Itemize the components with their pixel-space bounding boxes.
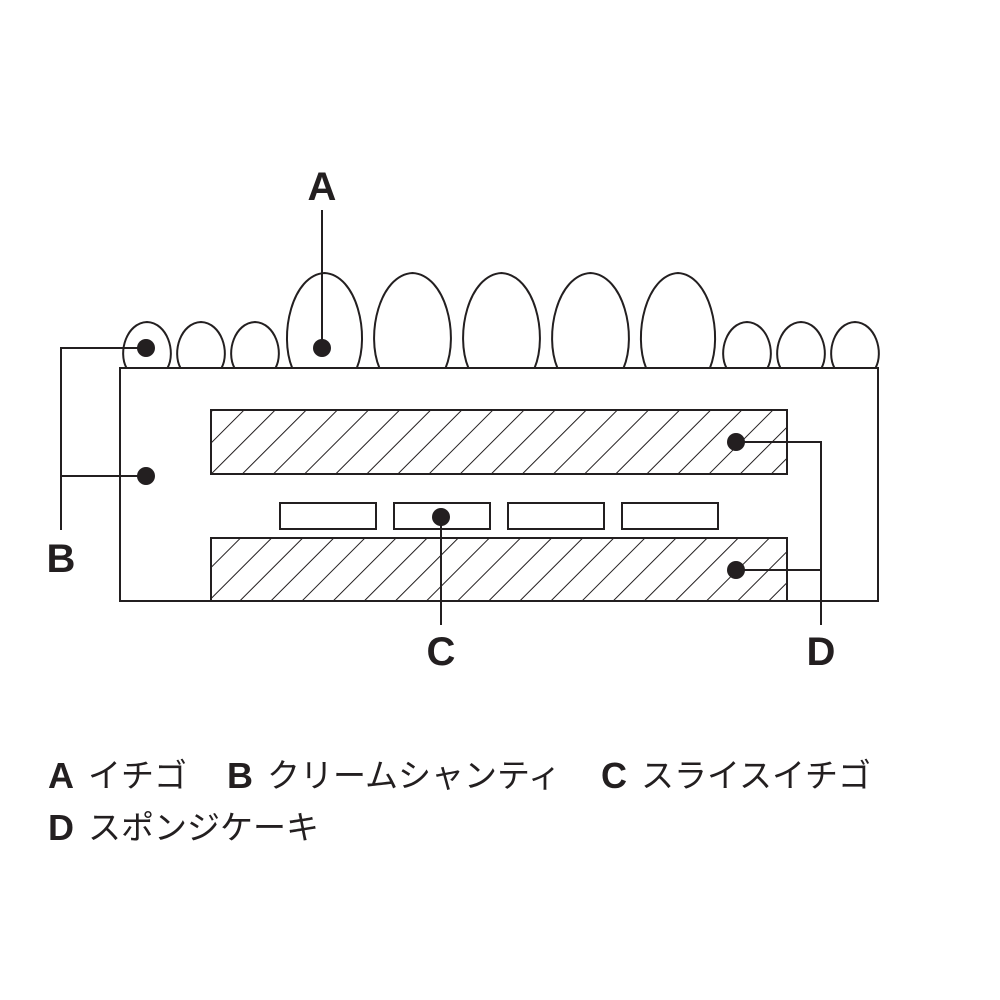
strawberry-9 (722, 320, 772, 369)
marker-dot-d-top (727, 433, 745, 451)
marker-dot-d-bottom (727, 561, 745, 579)
strawberry-4 (285, 271, 364, 369)
callout-b: B (47, 537, 76, 581)
legend-letter: C (601, 755, 628, 796)
marker-dot-c (432, 508, 450, 526)
sponge-layer-top (210, 409, 788, 475)
legend-item-a: A イチゴ (48, 756, 187, 796)
strawberry-row (122, 271, 880, 369)
sponge-layer-bottom (210, 537, 788, 602)
strawberry-11 (830, 320, 880, 369)
sliced-strawberry-1 (279, 502, 377, 530)
legend-label: クリームシャンティ (267, 756, 562, 795)
legend-letter: B (227, 755, 253, 796)
callout-c: C (427, 630, 456, 674)
callout-d: D (807, 630, 836, 674)
legend-label: スライスイチゴ (641, 756, 872, 795)
legend-letter: A (48, 755, 74, 796)
callout-a: A (308, 165, 337, 209)
marker-dot-b-strawberry (137, 339, 155, 357)
legend-label: イチゴ (88, 756, 187, 795)
legend-label: スポンジケーキ (88, 808, 319, 847)
marker-dot-b-cream (137, 467, 155, 485)
strawberry-10 (776, 320, 826, 369)
legend-row-1: A イチゴ B クリームシャンティ C スライスイチゴ (48, 750, 911, 802)
legend-letter: D (48, 807, 74, 848)
marker-dot-a (313, 339, 331, 357)
strawberry-7 (551, 271, 630, 369)
strawberry-2 (176, 320, 226, 369)
legend-item-c: C スライスイチゴ (601, 756, 871, 796)
legend-item-d: D スポンジケーキ (48, 808, 319, 848)
sliced-strawberry-4 (621, 502, 719, 530)
leader-line-b (60, 347, 146, 530)
strawberry-6 (462, 271, 541, 369)
legend-row-2: D スポンジケーキ (48, 802, 911, 854)
strawberry-3 (230, 320, 280, 369)
sliced-strawberry-3 (507, 502, 605, 530)
legend: A イチゴ B クリームシャンティ C スライスイチゴ D スポンジケーキ (48, 750, 911, 854)
strawberry-5 (373, 271, 452, 369)
strawberry-8 (639, 271, 717, 369)
leader-line-d (736, 441, 822, 625)
legend-item-b: B クリームシャンティ (227, 756, 561, 796)
